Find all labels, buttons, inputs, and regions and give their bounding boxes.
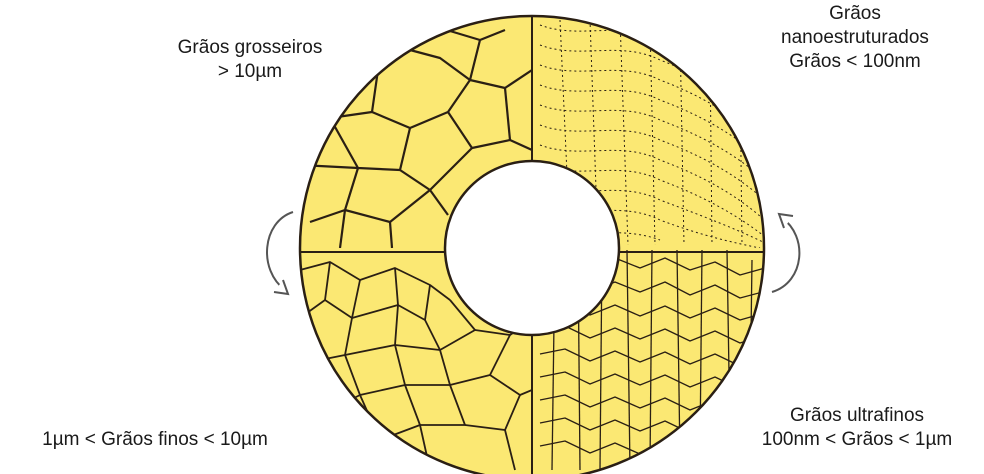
label-ultrafine-line-1: Grãos ultrafinos: [730, 404, 984, 428]
label-nano-line-2: nanoestruturados: [735, 26, 975, 50]
label-ultrafine-line-2: 100nm < Grãos < 1µm: [730, 428, 984, 452]
label-ultrafine-grains: Grãos ultrafinos 100nm < Grãos < 1µm: [730, 404, 984, 452]
curved-arrow-icon: [267, 212, 293, 294]
ring-inner-edge: [445, 161, 619, 335]
label-coarse-line-2: > 10µm: [130, 60, 370, 84]
label-coarse-line-1: Grãos grosseiros: [130, 36, 370, 60]
label-fine-line-1: 1µm < Grãos finos < 10µm: [0, 428, 310, 452]
label-nano-line-1: Grãos: [735, 2, 975, 26]
label-fine-grains: 1µm < Grãos finos < 10µm: [0, 428, 310, 452]
label-nano-grains: Grãos nanoestruturados Grãos < 100nm: [735, 2, 975, 74]
label-coarse-grains: Grãos grosseiros > 10µm: [130, 36, 370, 84]
label-nano-line-3: Grãos < 100nm: [735, 50, 975, 74]
